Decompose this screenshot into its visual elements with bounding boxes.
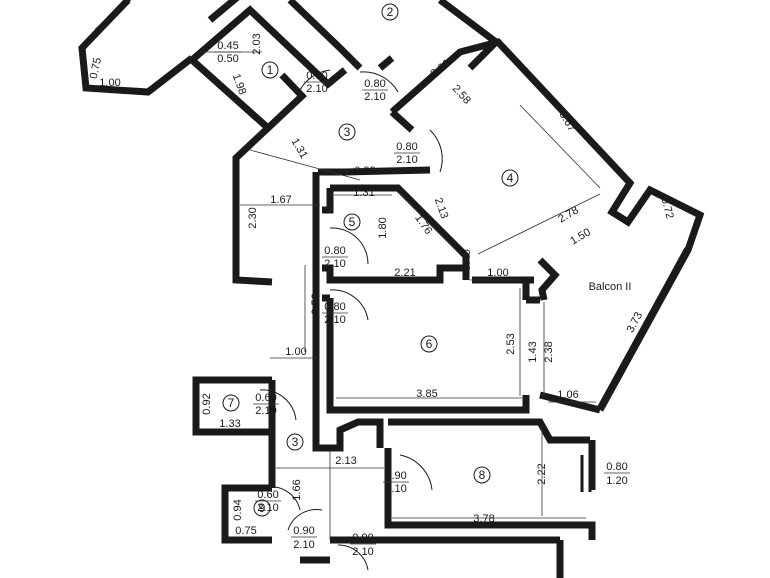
door-width: 0.45 bbox=[217, 40, 238, 52]
door-height: 2.10 bbox=[396, 154, 417, 166]
door-height: 2.10 bbox=[324, 314, 345, 326]
dimension-label: 0.40 bbox=[461, 249, 473, 270]
door-width: 0.80 bbox=[306, 70, 327, 82]
room-number: 8 bbox=[479, 468, 486, 482]
door-label-12: 0.90 2.10 bbox=[350, 532, 376, 558]
door-height: 0.50 bbox=[217, 53, 238, 65]
dimension-label: 3.78 bbox=[473, 513, 494, 525]
dimension-label: 1.00 bbox=[99, 77, 120, 89]
dimension-label: 2.30 bbox=[247, 207, 259, 228]
dimension-label: 2.53 bbox=[505, 333, 517, 354]
room-number: 5 bbox=[349, 215, 356, 229]
dimension-label: 2.03 bbox=[251, 33, 263, 54]
room-9-label: 9 bbox=[253, 499, 271, 517]
dimension-label: 2.21 bbox=[394, 267, 415, 279]
room-number: 4 bbox=[507, 171, 514, 185]
window-width: 0.80 bbox=[606, 461, 627, 473]
door-width: 0.80 bbox=[364, 78, 385, 90]
dimension-label: 1.33 bbox=[219, 418, 240, 430]
door-width: 0.90 bbox=[385, 470, 406, 482]
dimension-label: 1.31 bbox=[353, 187, 374, 199]
room-number: 7 bbox=[228, 396, 235, 410]
dimension-label: 2.13 bbox=[335, 455, 356, 467]
room-6-label: 6 bbox=[420, 335, 438, 353]
dimension-label: 0.94 bbox=[232, 499, 244, 520]
door-label-6: 0.80 2.10 bbox=[322, 301, 348, 326]
dimension-label: 3.52 bbox=[310, 293, 322, 314]
room-1-label: 1 bbox=[261, 61, 279, 79]
room-number: 1 bbox=[267, 63, 274, 77]
dimension-label: 0.92 bbox=[201, 393, 213, 414]
room-number: 2 bbox=[387, 5, 394, 19]
door-height: 2.10 bbox=[364, 91, 385, 103]
door-width: 0.90 bbox=[352, 532, 373, 544]
window-height: 1.20 bbox=[606, 475, 627, 487]
room-3b-label: 3 bbox=[286, 433, 304, 451]
dimension-label: 0.72 bbox=[658, 196, 675, 220]
door-height: 2.10 bbox=[324, 258, 345, 270]
dimension-label: 2.38 bbox=[543, 341, 555, 362]
door-width: 0.60 bbox=[257, 489, 278, 501]
dimension-label: 2.22 bbox=[536, 463, 548, 484]
dimension-label: 1.50 bbox=[568, 226, 593, 247]
dimension-label: 1.80 bbox=[377, 217, 389, 238]
window-label: 0.80 1.20 bbox=[604, 461, 630, 487]
door-label-10: 0.60 2.10 bbox=[255, 489, 281, 514]
door-width: 0.80 bbox=[324, 301, 345, 313]
dimension-label: 3.85 bbox=[416, 388, 437, 400]
room-number: 3 bbox=[344, 125, 351, 139]
door-label-2: 0.80 2.10 bbox=[304, 70, 330, 95]
door-width: 0.80 bbox=[324, 245, 345, 257]
room-labels: 1 2 3 4 5 6 7 3 bbox=[222, 3, 519, 517]
room-7-label: 7 bbox=[222, 394, 240, 412]
door-label-11: 0.90 2.10 bbox=[291, 525, 317, 551]
door-width: 0.60 bbox=[255, 392, 276, 404]
dimension-label: 1.00 bbox=[487, 267, 508, 279]
room-2-label: 2 bbox=[381, 3, 399, 21]
door-height: 2.10 bbox=[385, 483, 406, 495]
door-label-5: 0.80 2.10 bbox=[322, 245, 348, 270]
door-width: 0.90 bbox=[293, 525, 314, 537]
door-width: 0.80 bbox=[396, 141, 417, 153]
dimension-label: 1.66 bbox=[291, 479, 303, 500]
room-number: 9 bbox=[259, 501, 266, 515]
dimension-label: 1.43 bbox=[527, 341, 539, 362]
dimension-label: 1.06 bbox=[557, 389, 578, 401]
dimension-label: 2.58 bbox=[450, 83, 473, 107]
door-labels: 0.45 0.50 0.80 2.10 0.80 2.10 0.80 2.10 … bbox=[214, 40, 630, 558]
dimension-label: 0.99 bbox=[354, 165, 375, 177]
door-height: 2.10 bbox=[293, 539, 314, 551]
door-height: 2.10 bbox=[255, 405, 276, 417]
room-8-label: 8 bbox=[473, 466, 491, 484]
balcony-label: Balcon II bbox=[589, 281, 632, 293]
dimension-label: 0.75 bbox=[235, 525, 256, 537]
door-label-3: 0.80 2.10 bbox=[362, 78, 388, 103]
room-number: 6 bbox=[426, 337, 433, 351]
door-height: 2.10 bbox=[257, 502, 278, 514]
door-height: 2.10 bbox=[352, 546, 373, 558]
door-label-7: 0.60 2.10 bbox=[253, 392, 279, 417]
door-label-4: 0.80 2.10 bbox=[394, 141, 420, 166]
dimension-label: 2.78 bbox=[556, 204, 581, 225]
dimension-label: 1.31 bbox=[289, 136, 310, 161]
dimension-label: 1.67 bbox=[270, 194, 291, 206]
walls bbox=[78, 0, 705, 578]
door-label-1: 0.45 0.50 bbox=[214, 40, 242, 65]
dimension-label: 3.67 bbox=[557, 109, 578, 134]
door-height: 2.10 bbox=[306, 83, 327, 95]
dimension-label: 0.75 bbox=[88, 56, 104, 79]
room-4-label: 4 bbox=[501, 169, 519, 187]
room-3-label: 3 bbox=[338, 123, 356, 141]
dimension-label: 1.00 bbox=[285, 346, 306, 358]
dimension-label: 2.13 bbox=[432, 196, 451, 220]
dimension-labels: 2.03 0.75 1.00 1.98 2.60 2.58 3.67 1.31 … bbox=[88, 33, 676, 537]
door-arcs bbox=[259, 69, 443, 571]
room-number: 3 bbox=[292, 435, 299, 449]
door-label-8: 0.90 2.10 bbox=[383, 470, 409, 495]
window-lines bbox=[580, 247, 688, 492]
room-5-label: 5 bbox=[343, 213, 361, 231]
